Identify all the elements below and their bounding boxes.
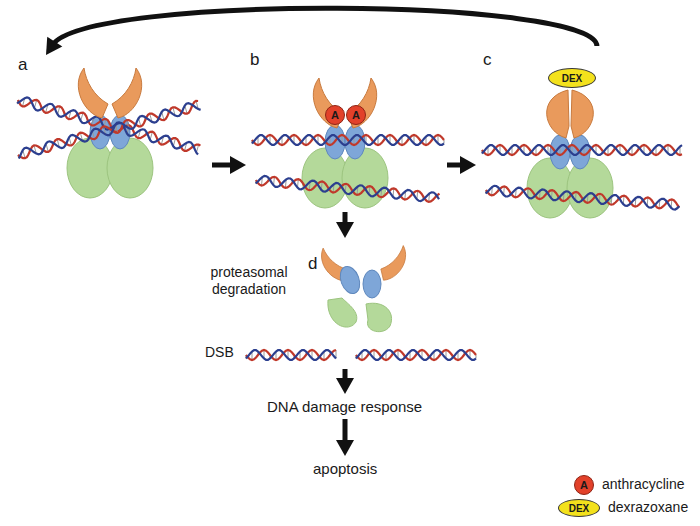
process-arrow — [336, 369, 354, 394]
legend-text: dexrazoxane — [608, 499, 688, 515]
outcome-text: DNA damage response — [263, 396, 426, 417]
legend-symbol: A — [580, 479, 588, 491]
legend-text: anthracycline — [602, 476, 685, 492]
dexrazoxane-oval: DEX — [548, 68, 596, 88]
panel-letter: d — [308, 254, 317, 274]
step-panel: cDEX — [478, 48, 683, 213]
outcome-label: apoptosis — [313, 460, 377, 477]
process-arrow — [336, 212, 354, 238]
process-label: proteasomal degradation — [197, 264, 301, 298]
process-arrow — [447, 156, 476, 174]
step-panel: d proteasomal degradationDSB — [195, 240, 485, 367]
step-panel: a — [12, 55, 210, 205]
outcome-text: apoptosis — [309, 458, 381, 479]
process-arrow — [46, 8, 597, 55]
panel-letter: a — [18, 55, 27, 75]
molecule-label: A — [331, 109, 339, 121]
legend-symbol: DEX — [569, 503, 590, 514]
panel-letter: b — [250, 50, 259, 70]
anthracycline-circle: A — [325, 105, 345, 125]
legend-swatch: A — [574, 475, 594, 495]
outcome-label: DNA damage response — [267, 398, 422, 415]
panel-letter: c — [483, 50, 492, 70]
process-arrow — [336, 419, 354, 456]
break-label: DSB — [205, 344, 234, 360]
legend-swatch: DEX — [558, 499, 600, 517]
anthracycline-circle: A — [346, 105, 366, 125]
molecule-label: DEX — [562, 73, 583, 84]
process-arrow — [212, 156, 246, 174]
molecule-label: A — [352, 109, 360, 121]
step-panel: bA A — [248, 48, 445, 210]
